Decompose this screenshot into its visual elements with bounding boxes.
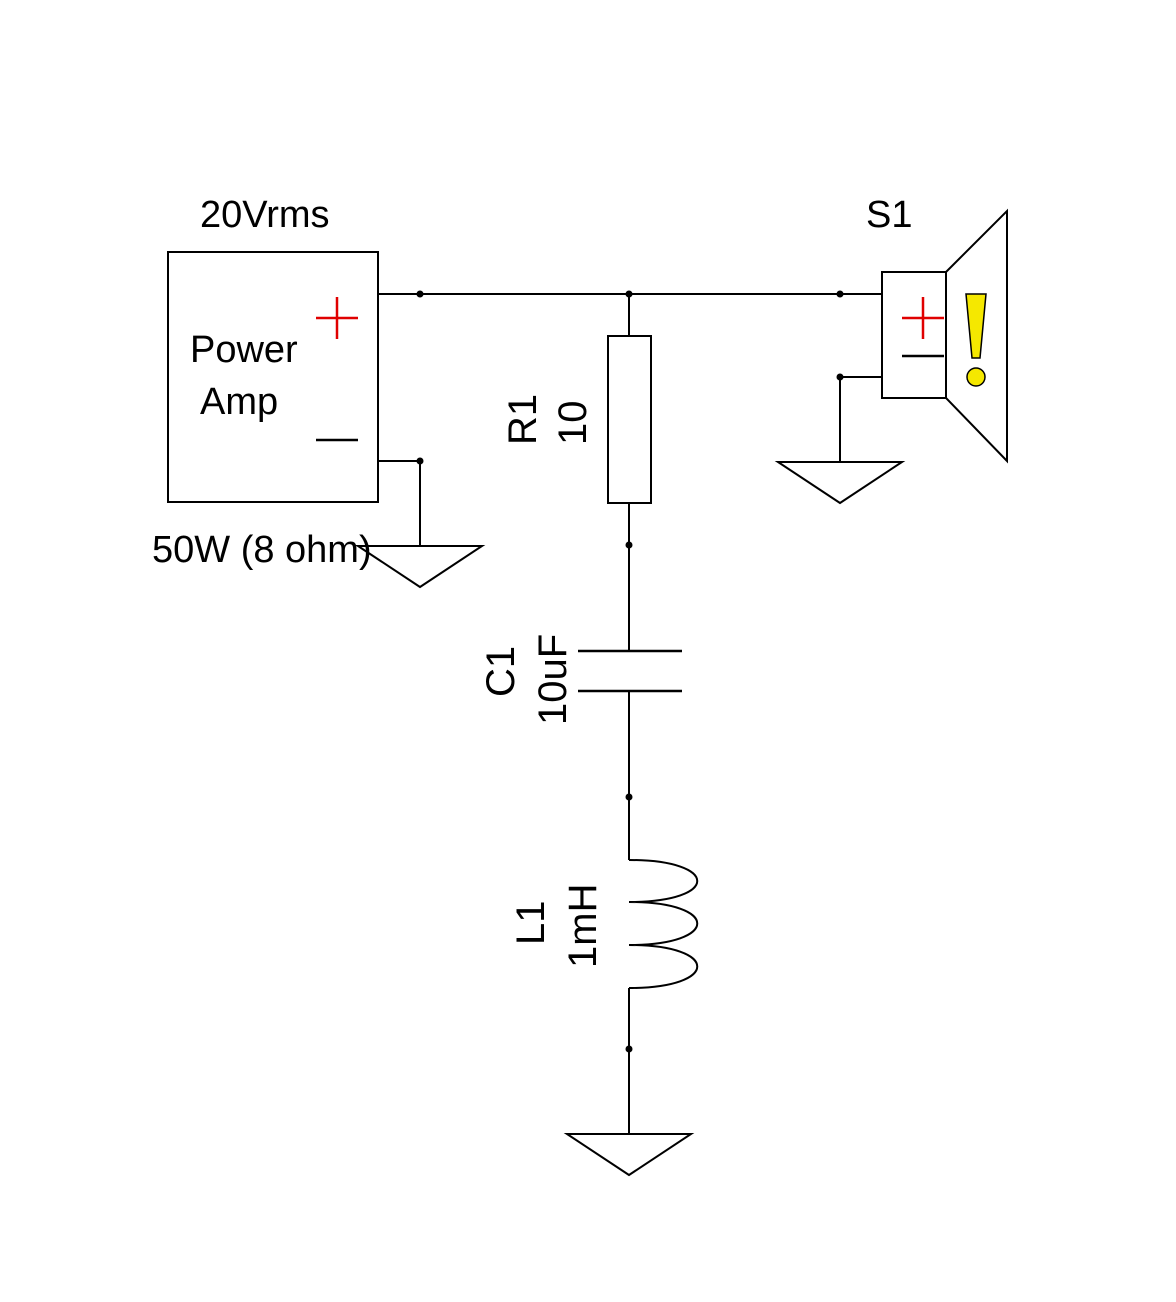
ground-icon xyxy=(563,1133,695,1177)
inductor-ref: L1 xyxy=(509,901,553,946)
junction-dots xyxy=(416,290,844,1053)
amp-plus-icon xyxy=(316,297,358,339)
speaker-magnet xyxy=(881,271,947,399)
capacitor-ref: C1 xyxy=(479,646,523,697)
amp-ground-icon xyxy=(354,545,486,589)
speaker-plus-icon xyxy=(902,297,944,339)
speaker-ref: S1 xyxy=(866,194,912,236)
resistor-body xyxy=(607,335,652,504)
resistor-value: 10 xyxy=(551,401,595,446)
capacitor-value: 10uF xyxy=(531,634,575,725)
amp-name-line2: Amp xyxy=(200,381,278,423)
inductor-value: 1mH xyxy=(561,884,605,968)
amplifier-body xyxy=(167,251,379,503)
power-amplifier[interactable]: Power Amp xyxy=(167,251,379,503)
amp-name-line1: Power xyxy=(190,329,298,371)
resistor-ref: R1 xyxy=(501,394,545,445)
amp-power-label: 50W (8 ohm) xyxy=(152,529,372,571)
inductor-l1[interactable] xyxy=(628,859,698,989)
amp-voltage-label: 20Vrms xyxy=(200,194,330,236)
speaker-s1[interactable] xyxy=(881,208,1008,464)
capacitor-c1[interactable] xyxy=(578,649,682,693)
resistor-r1[interactable] xyxy=(607,335,652,504)
warning-icon xyxy=(965,293,987,387)
speaker-ground-icon xyxy=(774,461,906,505)
